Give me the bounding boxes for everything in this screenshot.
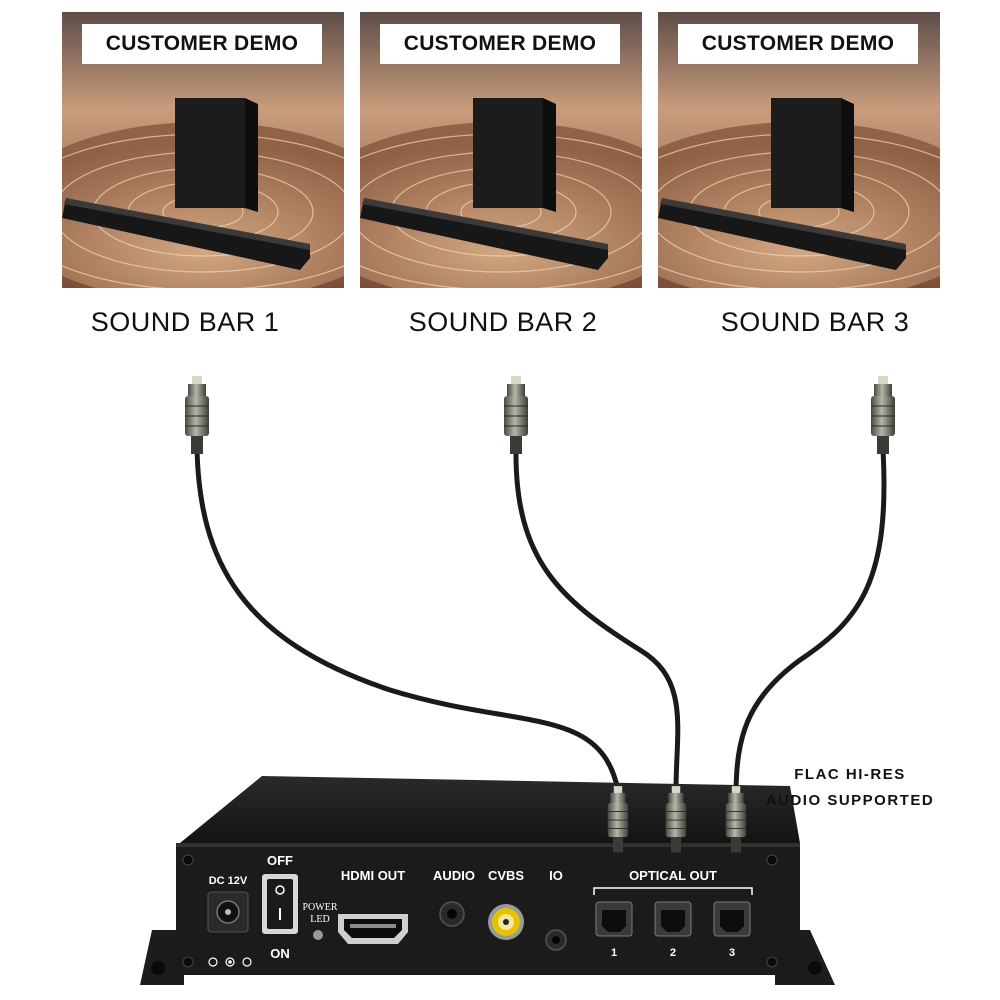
switch-on-label: ON bbox=[270, 946, 290, 961]
flac-caption: FLAC HI-RES AUDIO SUPPORTED bbox=[740, 762, 960, 814]
audio-label: AUDIO bbox=[433, 868, 475, 883]
optical-port-number-2: 2 bbox=[670, 947, 676, 959]
toslink-port-icon[interactable] bbox=[654, 901, 692, 937]
optical-port-number-1: 1 bbox=[611, 947, 617, 959]
optical-plug-icon bbox=[870, 375, 896, 455]
optical-plug-icon bbox=[503, 375, 529, 455]
subwoofer-icon bbox=[175, 98, 245, 208]
flac-caption-line-1: FLAC HI-RES bbox=[794, 766, 906, 783]
soundbar-icon bbox=[360, 198, 608, 270]
toslink-port-icon[interactable] bbox=[595, 901, 633, 937]
optical-out-label: OPTICAL OUT bbox=[629, 868, 717, 883]
hdmi-port-icon[interactable] bbox=[338, 914, 408, 944]
subwoofer-icon bbox=[771, 98, 841, 208]
flac-caption-line-2: AUDIO SUPPORTED bbox=[765, 792, 935, 809]
demo-label-2: CUSTOMER DEMO bbox=[380, 24, 620, 64]
power-led-icon bbox=[313, 930, 323, 940]
toslink-port-icon[interactable] bbox=[713, 901, 751, 937]
rca-jack-icon[interactable] bbox=[488, 904, 524, 940]
power-switch-icon[interactable] bbox=[262, 874, 298, 934]
sound-bar-title-2: SOUND BAR 2 bbox=[408, 307, 598, 337]
dc-label: DC 12V bbox=[209, 875, 248, 887]
sound-bar-title-1: SOUND BAR 1 bbox=[90, 307, 280, 337]
demo-label-3: CUSTOMER DEMO bbox=[678, 24, 918, 64]
soundbar-icon bbox=[62, 198, 310, 270]
power-led-label-2: LED bbox=[310, 914, 329, 925]
demo-label-1: CUSTOMER DEMO bbox=[82, 24, 322, 64]
optical-cables bbox=[194, 447, 887, 793]
optical-port-number-3: 3 bbox=[729, 947, 735, 959]
switch-off-label: OFF bbox=[267, 853, 293, 868]
optical-cable-2 bbox=[513, 447, 681, 793]
dc-jack-icon[interactable] bbox=[207, 891, 249, 933]
hdmi-label: HDMI OUT bbox=[341, 868, 405, 883]
io-label: IO bbox=[549, 868, 563, 883]
optical-cable-1 bbox=[194, 447, 621, 793]
demo-panel-1: CUSTOMER DEMO bbox=[62, 12, 344, 288]
demo-panel-3: CUSTOMER DEMO bbox=[658, 12, 940, 288]
cvbs-label: CVBS bbox=[488, 868, 524, 883]
optical-cable-3 bbox=[733, 447, 887, 793]
polarity-icon bbox=[208, 957, 252, 967]
optical-plug-icon bbox=[184, 375, 210, 455]
subwoofer-icon bbox=[473, 98, 543, 208]
audio-extractor-device bbox=[140, 776, 835, 985]
io-port-icon[interactable] bbox=[545, 929, 567, 951]
audio-jack-icon[interactable] bbox=[439, 901, 465, 927]
soundbar-icon bbox=[658, 198, 906, 270]
power-led-label-1: POWER bbox=[303, 902, 338, 913]
demo-panel-2: CUSTOMER DEMO bbox=[360, 12, 642, 288]
sound-bar-title-3: SOUND BAR 3 bbox=[720, 307, 910, 337]
